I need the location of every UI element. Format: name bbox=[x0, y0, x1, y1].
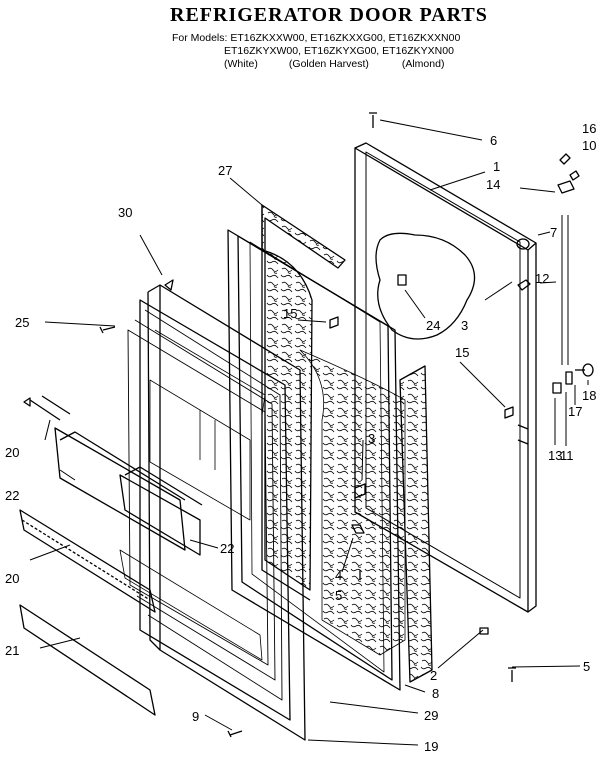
callout-25: 25 bbox=[15, 315, 29, 330]
screws bbox=[99, 112, 516, 738]
callout-21: 21 bbox=[5, 643, 19, 658]
callout-7: 7 bbox=[550, 225, 557, 240]
color-almond: (Almond) bbox=[401, 58, 445, 70]
callout-24: 24 bbox=[426, 318, 440, 333]
callout-6: 6 bbox=[490, 133, 497, 148]
callout-13: 13 bbox=[548, 448, 562, 463]
callout-22-b: 22 bbox=[220, 541, 234, 556]
callout-15-b: 15 bbox=[455, 345, 469, 360]
callout-11: 11 bbox=[560, 448, 574, 463]
callout-12: 12 bbox=[535, 271, 549, 286]
models-line-1: ET16ZKXXW00, ET16ZKXXG00, ET16ZKXXN00 bbox=[230, 32, 461, 44]
color-white: (White) bbox=[224, 58, 258, 70]
callout-18: 18 bbox=[582, 388, 596, 403]
callout-5-b: 5 bbox=[583, 659, 590, 674]
callout-9: 9 bbox=[192, 709, 199, 724]
door-shelves bbox=[19, 279, 203, 716]
callout-1: 1 bbox=[493, 159, 500, 174]
foam-insulation bbox=[261, 204, 433, 683]
model-row-1: For Models: ET16ZKXXW00, ET16ZKXXG00, ET… bbox=[172, 32, 460, 45]
callout-27: 27 bbox=[218, 163, 232, 178]
callout-10: 10 bbox=[582, 138, 596, 153]
callout-14: 14 bbox=[486, 177, 500, 192]
hinge-assembly bbox=[552, 153, 594, 394]
page-title: REFRIGERATOR DOOR PARTS bbox=[170, 4, 488, 26]
model-list: For Models: ET16ZKXXW00, ET16ZKXXG00, ET… bbox=[172, 32, 460, 71]
leader-lines bbox=[29, 119, 589, 746]
callout-labels: 6 16 10 1 14 7 27 30 12 15 24 25 3 15 18… bbox=[5, 121, 596, 754]
callout-16: 16 bbox=[582, 121, 596, 136]
door-gasket bbox=[227, 229, 401, 691]
models-line-2: ET16ZKYXW00, ET16ZKYXG00, ET16ZKYXN00 bbox=[224, 45, 454, 57]
callout-2: 2 bbox=[430, 668, 437, 683]
callout-22-a: 22 bbox=[5, 488, 19, 503]
callout-4: 4 bbox=[335, 568, 342, 583]
models-prefix: For Models: bbox=[172, 32, 228, 44]
callout-30: 30 bbox=[118, 205, 132, 220]
interior-label bbox=[375, 232, 476, 340]
callout-20-b: 20 bbox=[5, 571, 19, 586]
callout-8: 8 bbox=[432, 686, 439, 701]
color-row: (White) (Golden Harvest) (Almond) bbox=[172, 58, 460, 71]
callout-17: 17 bbox=[568, 404, 582, 419]
callout-3-b: 3 bbox=[368, 431, 375, 446]
callout-15-a: 15 bbox=[283, 306, 297, 321]
model-row-2: ET16ZKYXW00, ET16ZKYXG00, ET16ZKYXN00 bbox=[172, 45, 460, 58]
callout-29: 29 bbox=[424, 708, 438, 723]
callout-5-a: 5 bbox=[335, 588, 342, 603]
inner-door-liner bbox=[119, 284, 306, 741]
callout-19: 19 bbox=[424, 739, 438, 754]
color-golden: (Golden Harvest) bbox=[288, 58, 369, 70]
callout-20-a: 20 bbox=[5, 445, 19, 460]
callout-3-a: 3 bbox=[461, 318, 468, 333]
